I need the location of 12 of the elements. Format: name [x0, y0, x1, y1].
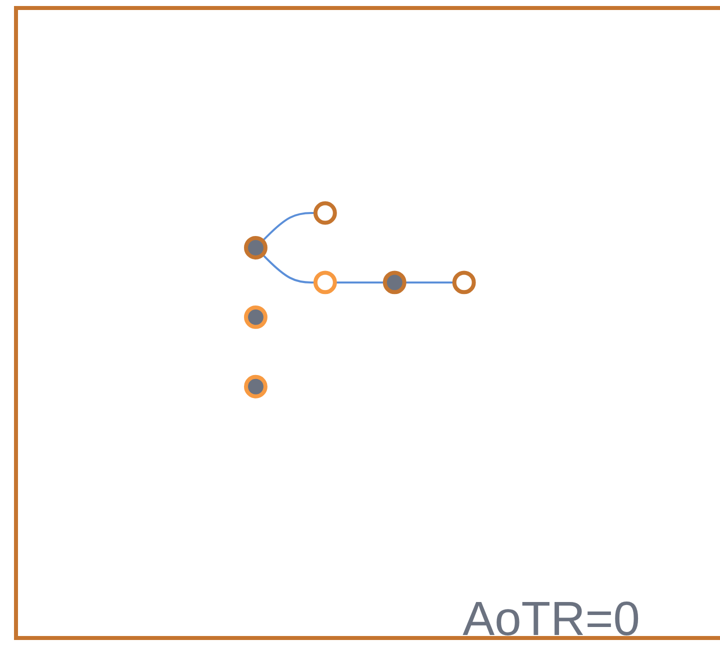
connector [404, 282, 454, 284]
node-circle [244, 236, 268, 260]
connector [262, 212, 316, 242]
node-circle [244, 375, 268, 399]
node-circle [383, 270, 406, 294]
node-circle [452, 270, 476, 294]
node-circle [314, 201, 337, 225]
connector [262, 254, 316, 284]
connector [335, 282, 385, 284]
formula-label: AoTR=0 [462, 596, 640, 644]
node-circle [244, 306, 268, 330]
node-circle [314, 270, 337, 294]
